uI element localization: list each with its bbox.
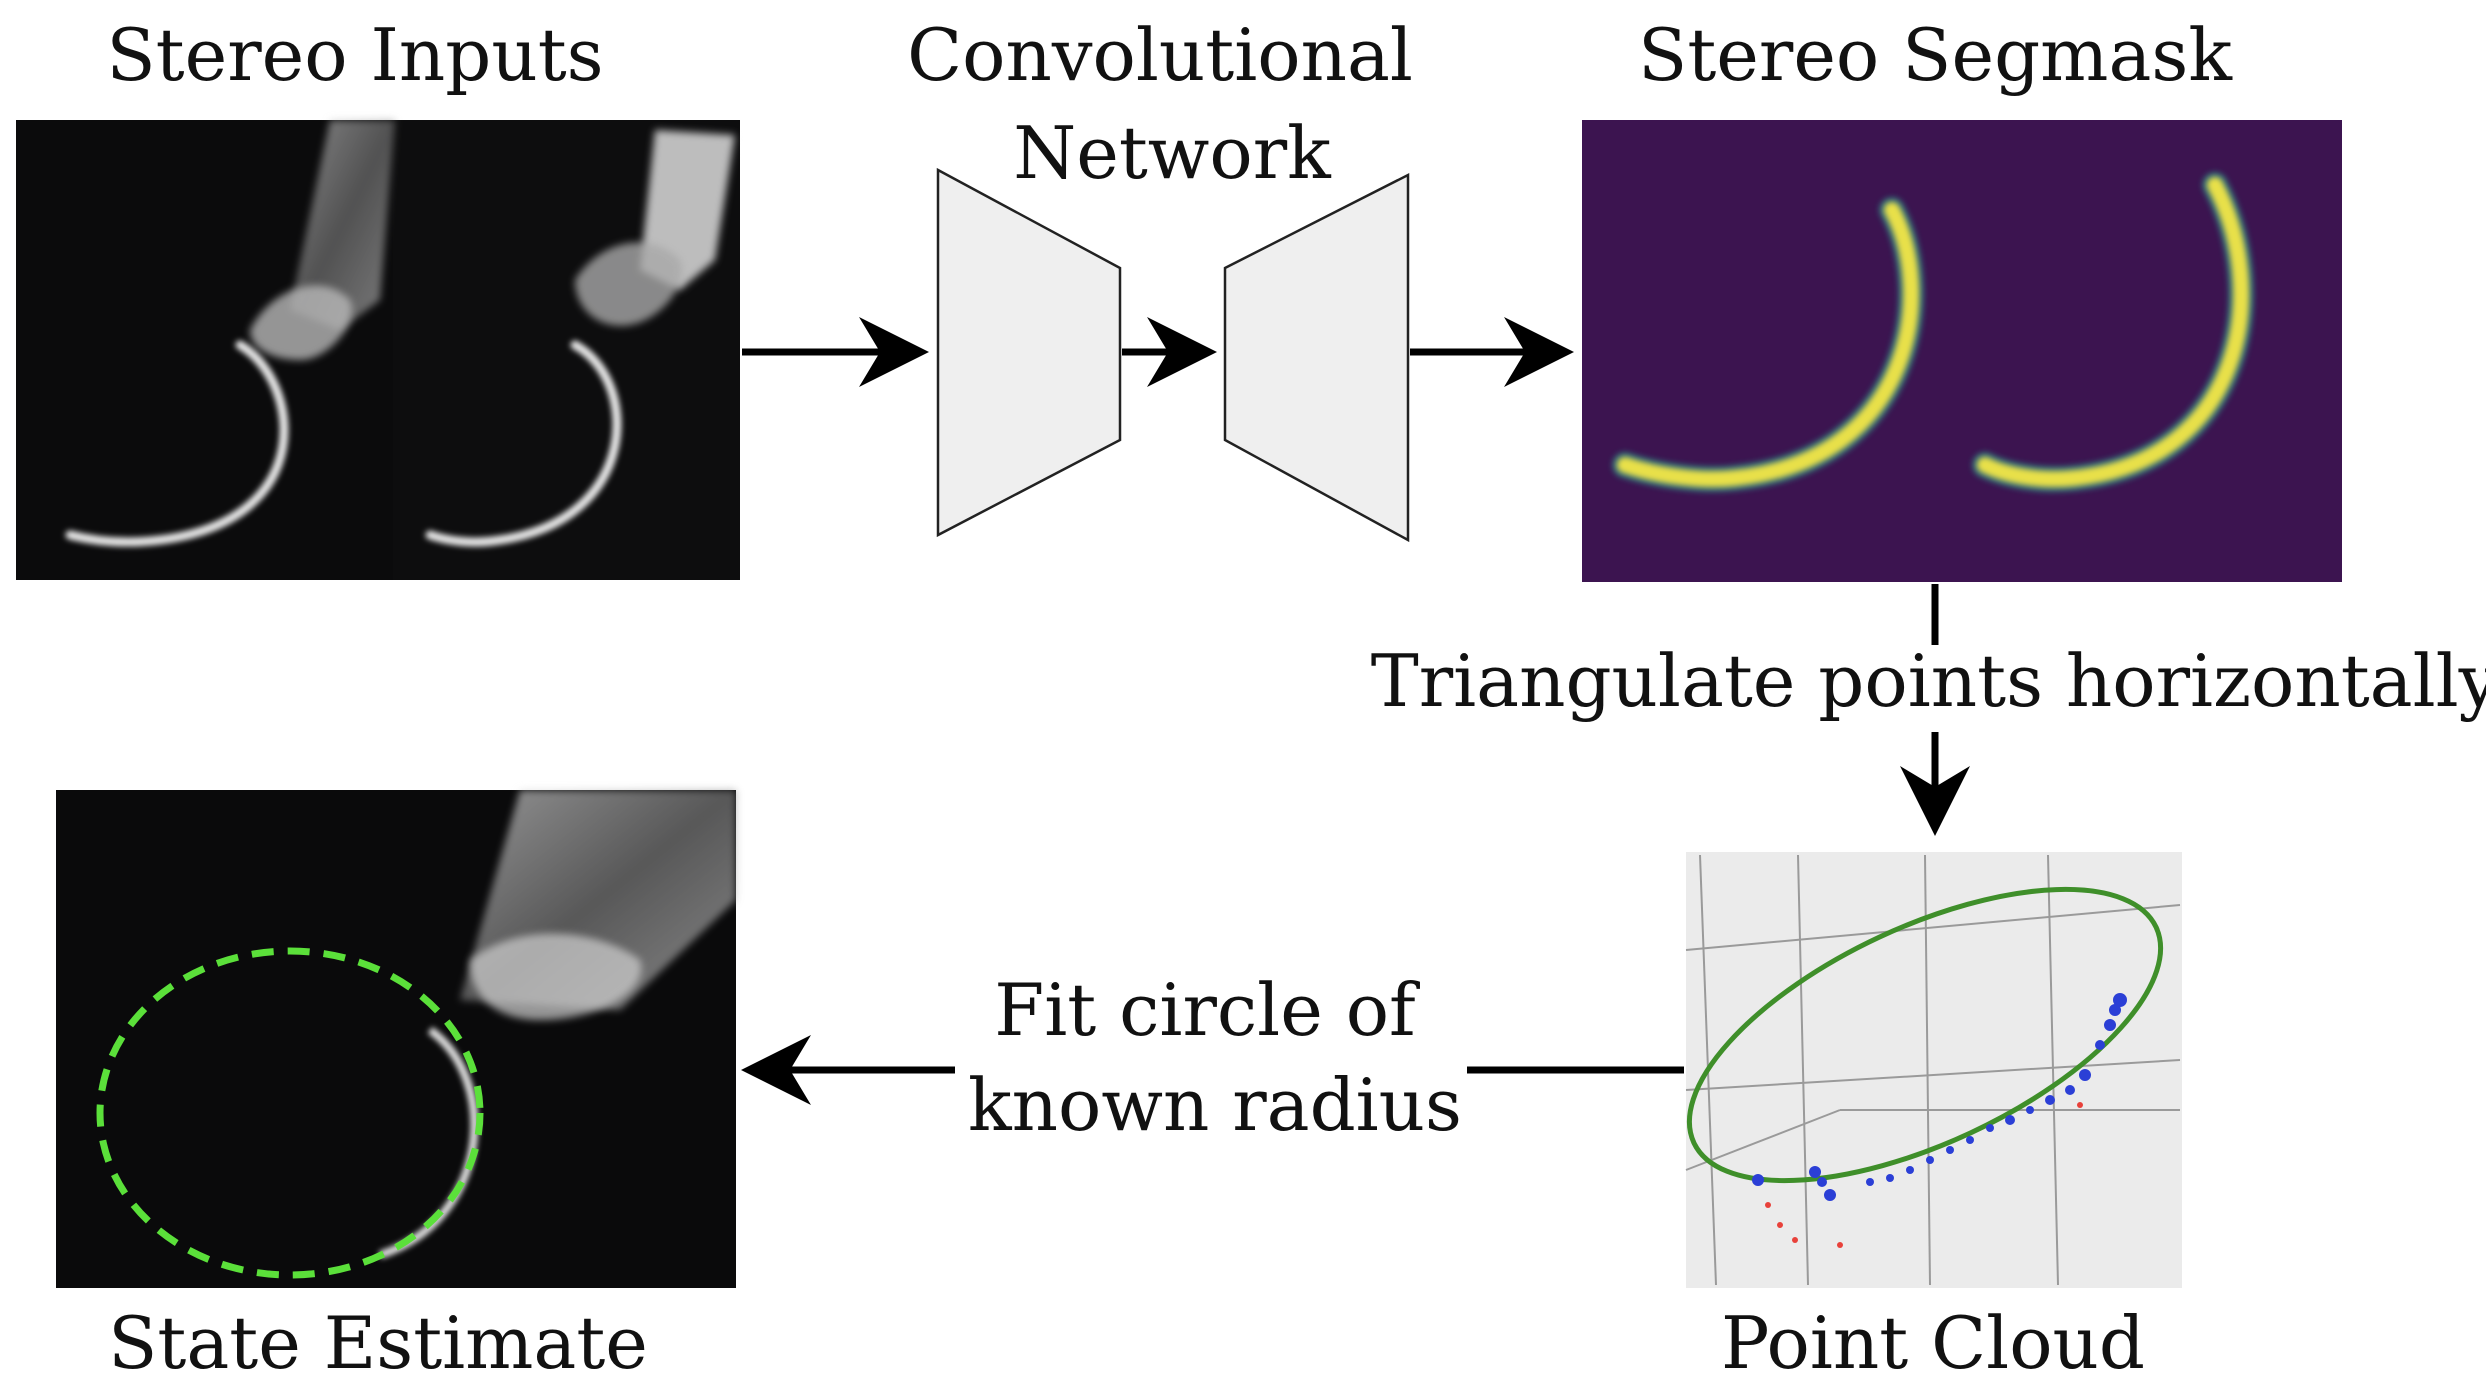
fitted-circle <box>96 947 484 1279</box>
network-title-line1: Convolutional <box>907 13 1413 97</box>
fit-circle-label-line1: Fit circle of <box>994 968 1420 1052</box>
encoder-trapezoid <box>936 167 1122 538</box>
state-estimate-image <box>56 790 736 1288</box>
decoder-trapezoid <box>1223 172 1410 543</box>
stereo-left-view <box>65 120 395 547</box>
stereo-segmask-title: Stereo Segmask <box>1638 13 2233 97</box>
segmask-image <box>1582 120 2342 582</box>
triangulate-label: Triangulate points horizontally <box>1371 639 2486 723</box>
network-title-line2: Network <box>1013 111 1332 195</box>
stereo-inputs-title: Stereo Inputs <box>106 13 603 97</box>
fit-circle-label-line2: known radius <box>968 1063 1462 1147</box>
stereo-inputs-image <box>16 120 740 580</box>
state-estimate-title: State Estimate <box>108 1301 648 1384</box>
point-cloud-title: Point Cloud <box>1721 1301 2145 1384</box>
point-cloud-plot <box>1685 852 2182 1288</box>
stereo-right-view <box>425 130 735 547</box>
